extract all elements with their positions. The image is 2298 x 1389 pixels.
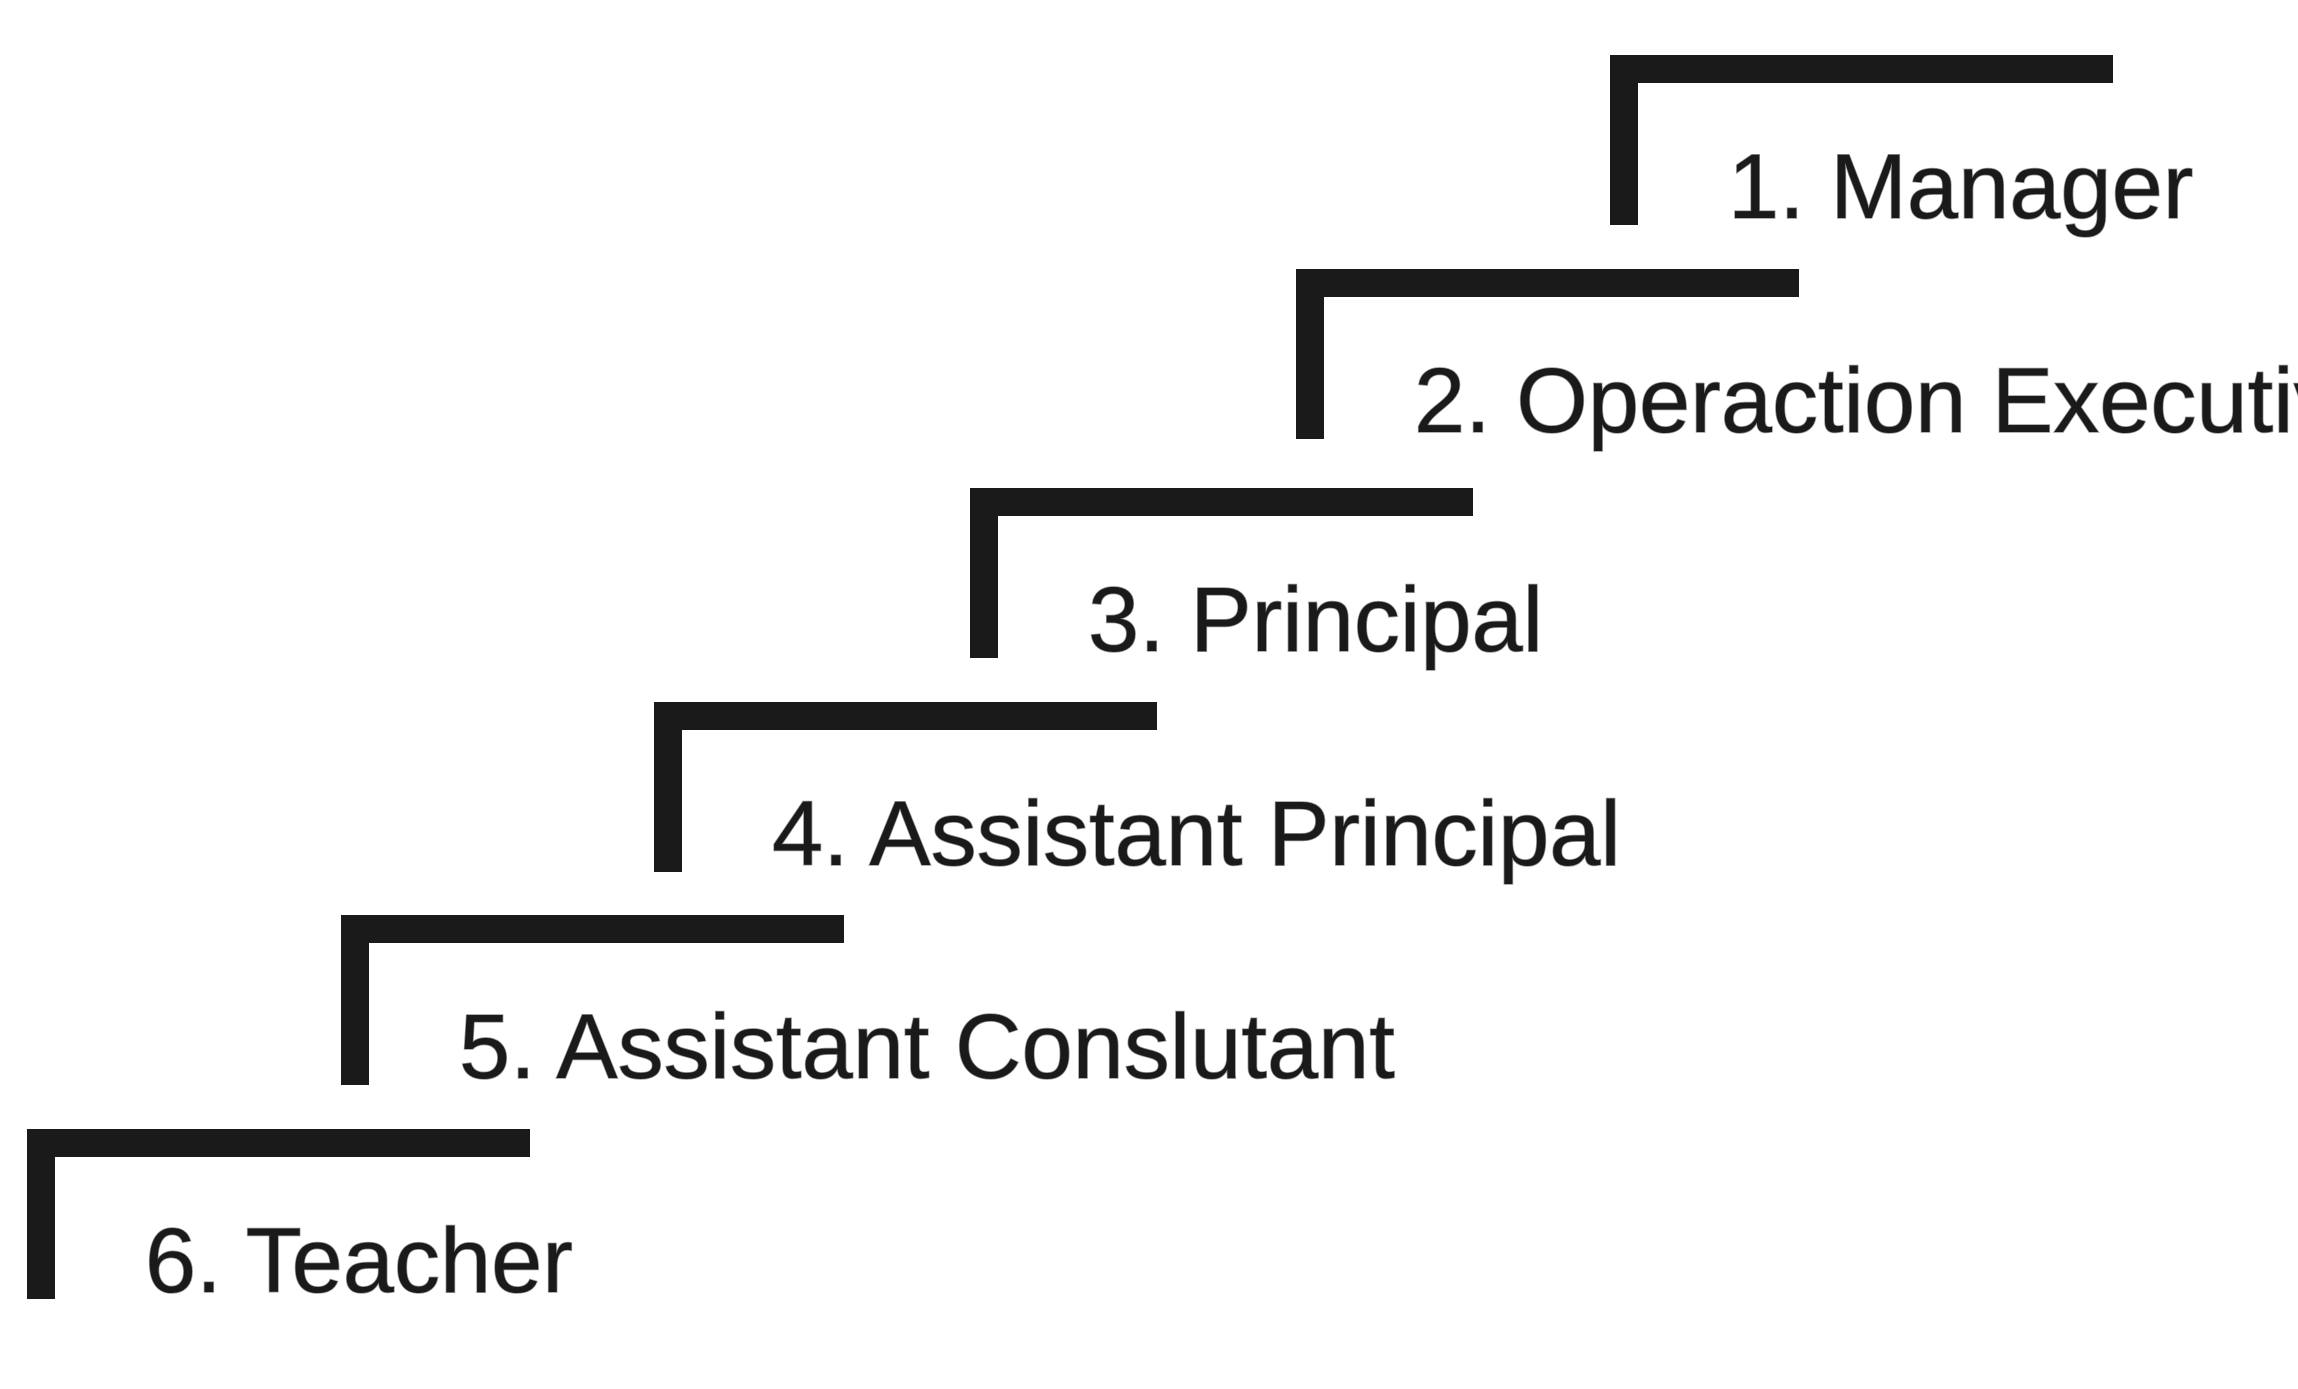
- step-label: 6. Teacher: [144, 1210, 573, 1312]
- step-2: 2. Operaction Executive: [1296, 269, 2298, 529]
- step-label: 2. Operaction Executive: [1413, 350, 2298, 452]
- stair-riser: [341, 915, 369, 1085]
- stair-riser: [27, 1129, 55, 1299]
- step-3: 3. Principal: [970, 488, 1544, 748]
- stair-tread: [27, 1129, 530, 1157]
- stair-tread: [970, 488, 1473, 516]
- step-4: 4. Assistant Principal: [654, 702, 1622, 962]
- step-label: 1. Manager: [1727, 136, 2194, 238]
- stair-riser: [1610, 55, 1638, 225]
- step-1: 1. Manager: [1610, 55, 2194, 315]
- step-6: 6. Teacher: [27, 1129, 587, 1389]
- stair-riser: [970, 488, 998, 658]
- stair-tread: [1610, 55, 2113, 83]
- stair-tread: [341, 915, 844, 943]
- step-label: 4. Assistant Principal: [771, 783, 1621, 885]
- step-label: 5. Assistant Conslutant: [458, 996, 1395, 1098]
- step-label: 3. Principal: [1087, 569, 1544, 671]
- step-5: 5. Assistant Conslutant: [341, 915, 1396, 1175]
- stair-tread: [1296, 269, 1799, 297]
- stair-tread: [654, 702, 1157, 730]
- stair-riser: [1296, 269, 1324, 439]
- stair-riser: [654, 702, 682, 872]
